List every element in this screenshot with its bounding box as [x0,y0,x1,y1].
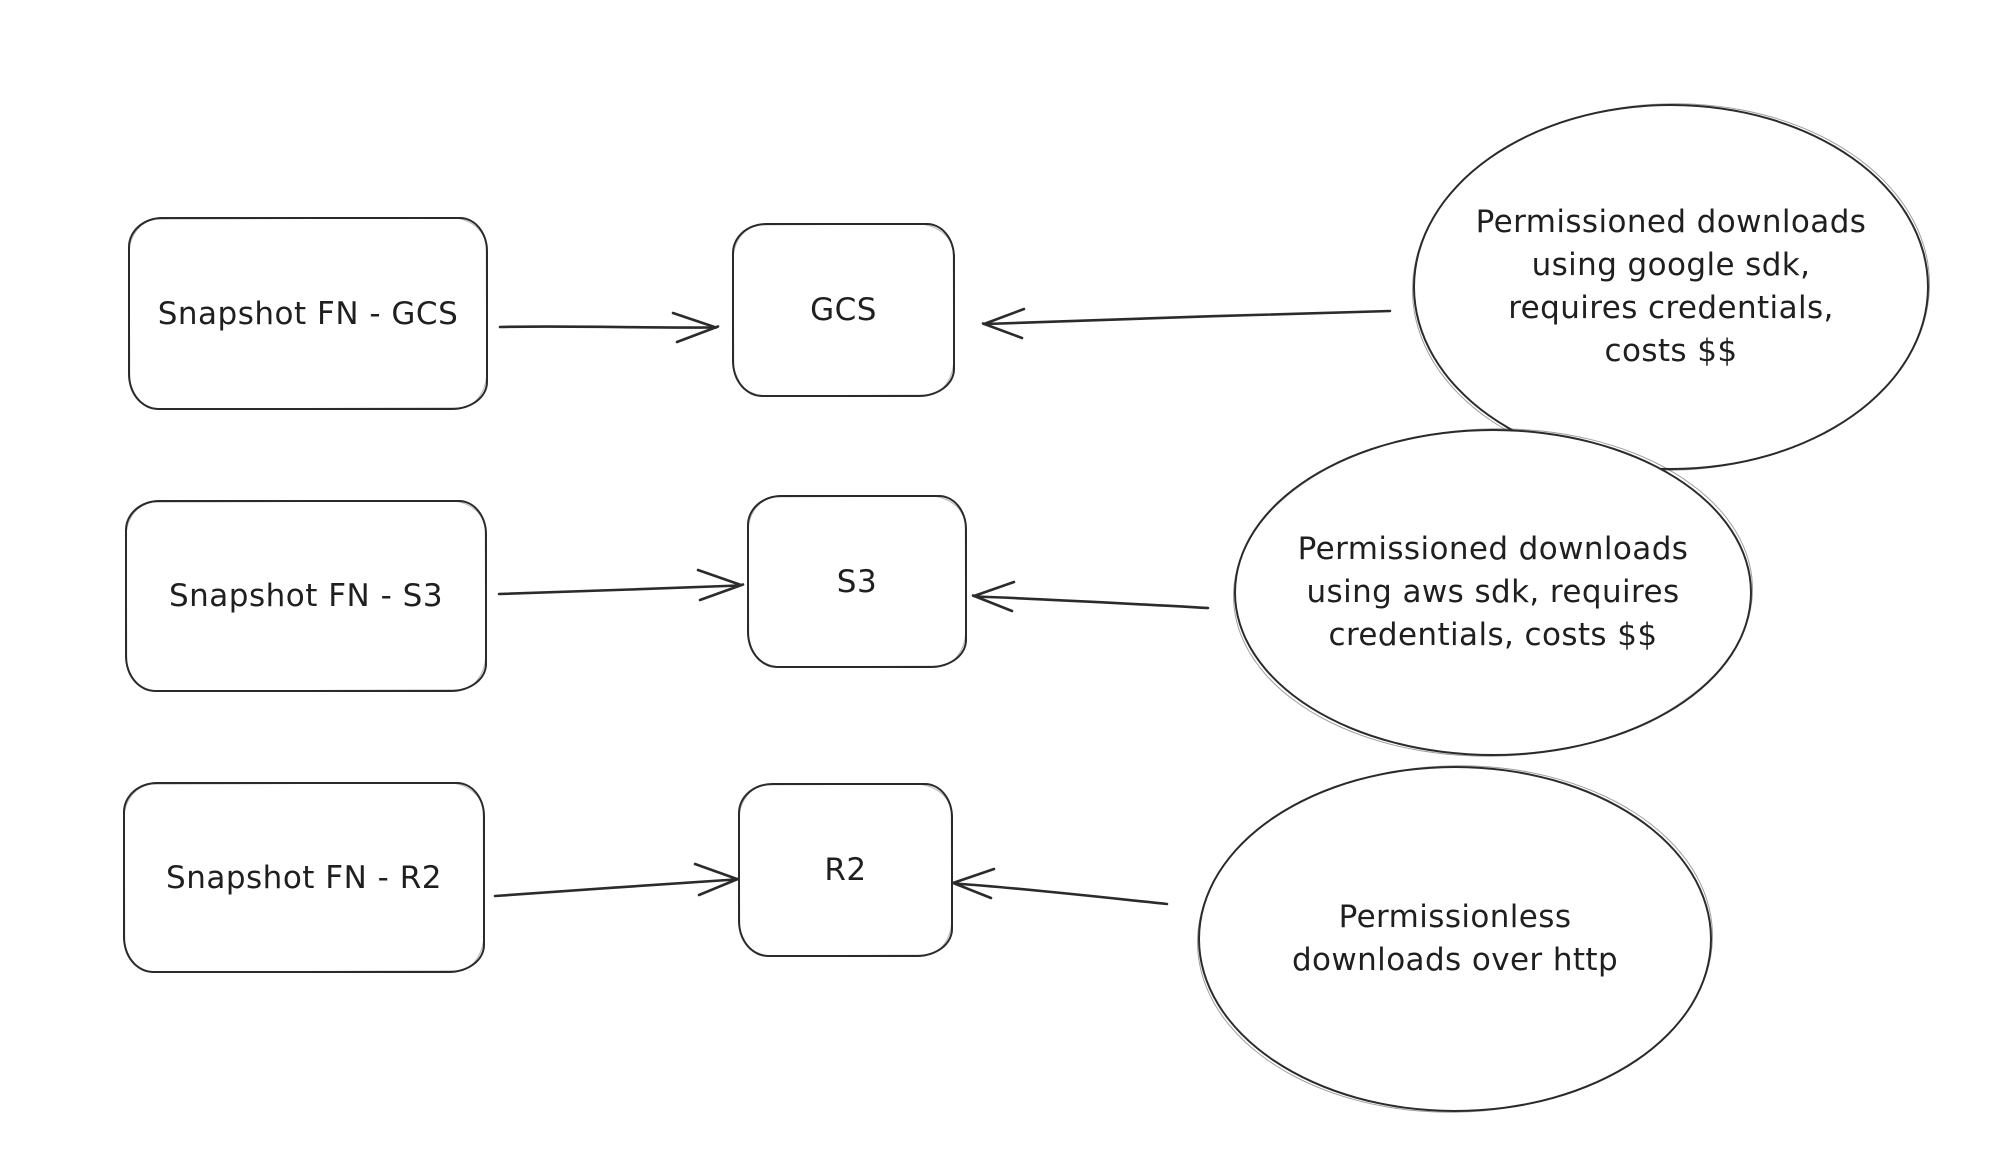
note-line: Permissionless [1338,899,1572,935]
note-ellipse-r2: Permissionless downloads over http [1198,766,1712,1112]
source-box-r2-label: Snapshot FN - R2 [166,859,442,896]
target-box-gcs: GCS [732,223,955,397]
source-box-s3: Snapshot FN - S3 [125,500,487,692]
note-ellipse-gcs: Permissioned downloads using google sdk,… [1413,104,1929,470]
note-ellipse-s3-text: Permissioned downloads using aws sdk, re… [1298,528,1689,657]
note-line: using aws sdk, requires [1306,574,1680,610]
note-ellipse-s3: Permissioned downloads using aws sdk, re… [1234,429,1752,756]
arrow-s3-note [971,580,1210,613]
target-box-r2: R2 [738,783,953,957]
source-box-gcs: Snapshot FN - GCS [128,217,488,410]
target-box-r2-label: R2 [824,852,867,888]
target-box-s3-label: S3 [836,563,878,600]
target-box-s3: S3 [747,495,967,668]
source-box-r2: Snapshot FN - R2 [123,782,485,973]
note-line: Permissioned downloads [1297,531,1689,567]
arrow-r2-forward [493,862,741,898]
note-ellipse-gcs-text: Permissioned downloads using google sdk,… [1476,201,1867,373]
arrow-s3-forward [497,568,745,602]
source-box-gcs-label: Snapshot FN - GCS [157,295,459,332]
arrow-gcs-forward [498,311,720,344]
target-box-gcs-label: GCS [810,292,877,328]
arrow-r2-note [950,867,1169,906]
note-line: requires credentials, [1508,290,1834,326]
note-line: credentials, costs $$ [1328,617,1658,653]
note-line: Permissioned downloads [1475,204,1867,240]
note-line: using google sdk, [1531,247,1811,283]
note-line: costs $$ [1604,333,1738,369]
note-ellipse-r2-text: Permissionless downloads over http [1292,896,1618,982]
note-line: downloads over http [1291,942,1619,978]
source-box-s3-label: Snapshot FN - S3 [168,578,444,614]
arrow-gcs-note [981,307,1392,340]
